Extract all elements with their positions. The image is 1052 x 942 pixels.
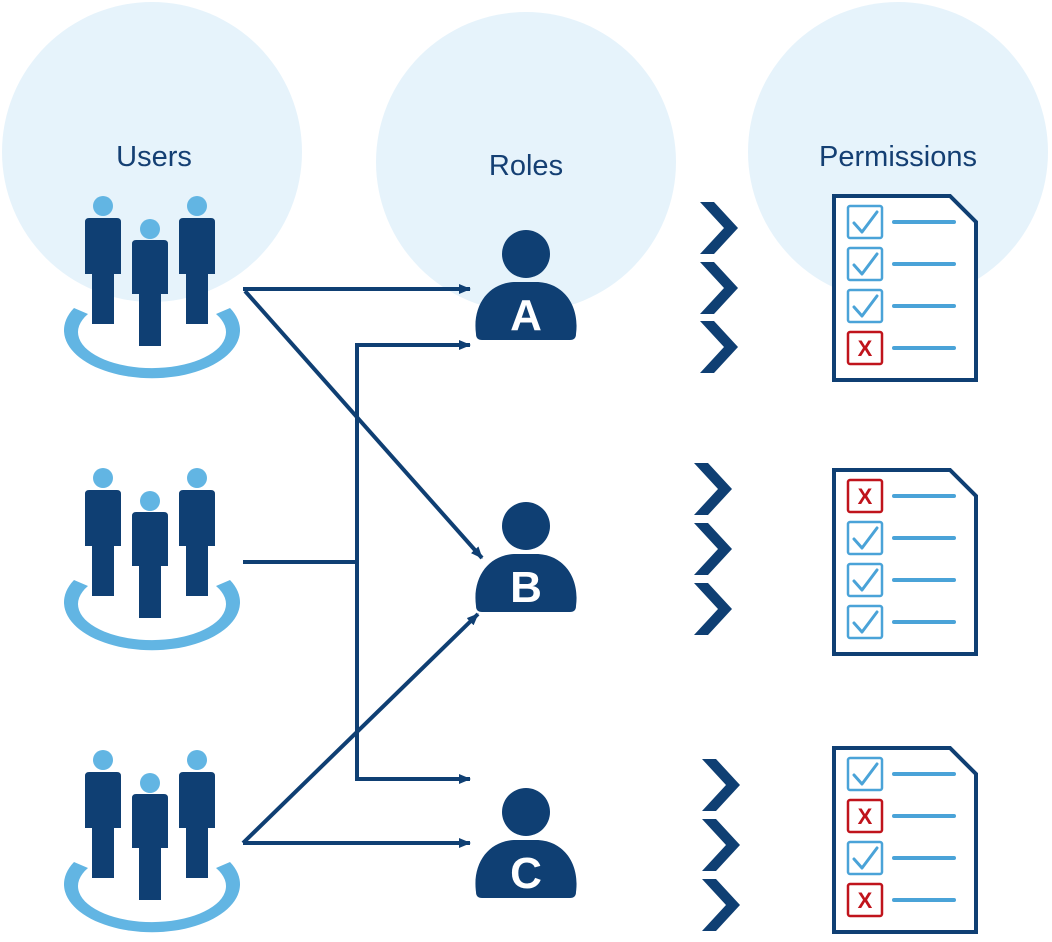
connector-group3-to-role-b	[241, 612, 480, 845]
denied-box	[846, 882, 884, 918]
chevron-right-icon	[694, 583, 732, 635]
roles-column-circle	[376, 12, 676, 312]
role-letter: B	[510, 563, 542, 612]
role-letter: A	[510, 291, 542, 340]
permission-document-role-b: X	[832, 468, 978, 656]
permission-document-role-a: X	[832, 194, 978, 382]
users-heading: Users	[116, 141, 192, 173]
assignment-connectors	[241, 284, 484, 848]
chevrons-role-a	[700, 202, 738, 373]
checkmark-icon	[852, 294, 879, 318]
chevron-right-icon	[700, 202, 738, 254]
denied-box	[846, 798, 884, 834]
denied-x-mark: X	[858, 804, 873, 829]
denied-x-mark: X	[858, 336, 873, 361]
checkmark-icon	[852, 210, 879, 234]
checkmark-icon	[852, 252, 879, 276]
checkmark-icon	[852, 846, 879, 870]
checkmark-icon	[852, 568, 879, 592]
permissions-heading: Permissions	[819, 141, 977, 173]
checkmark-icon	[852, 526, 879, 550]
granted-box	[846, 246, 884, 282]
granted-box	[846, 520, 884, 556]
role-c: C	[475, 788, 577, 898]
granted-box	[846, 840, 884, 876]
chevrons-role-c	[702, 759, 740, 931]
connector-group1-to-role-b	[243, 289, 484, 560]
granted-box	[846, 756, 884, 792]
chevron-right-icon	[694, 463, 732, 515]
checkmark-icon	[852, 762, 879, 786]
chevron-right-icon	[700, 262, 738, 314]
denied-box	[846, 330, 884, 366]
denied-x-mark: X	[858, 484, 873, 509]
user-group-icon	[63, 750, 240, 933]
granted-box	[846, 562, 884, 598]
chevron-right-icon	[702, 819, 740, 871]
chevron-right-icon	[702, 759, 740, 811]
chevrons-role-b	[694, 463, 732, 635]
chevron-right-icon	[700, 321, 738, 373]
users-column-circle	[2, 2, 302, 302]
denied-x-mark: X	[858, 888, 873, 913]
denied-box	[846, 478, 884, 514]
role-letter: C	[510, 849, 542, 898]
granted-box	[846, 288, 884, 324]
role-b: B	[475, 502, 577, 612]
permission-document-role-c: XX	[832, 746, 978, 934]
roles-heading: Roles	[489, 150, 563, 182]
user-group-icon	[63, 468, 240, 651]
chevron-right-icon	[702, 879, 740, 931]
role-a: A	[475, 230, 577, 340]
granted-box	[846, 604, 884, 640]
checkmark-icon	[852, 610, 879, 634]
chevron-right-icon	[694, 523, 732, 575]
granted-box	[846, 204, 884, 240]
